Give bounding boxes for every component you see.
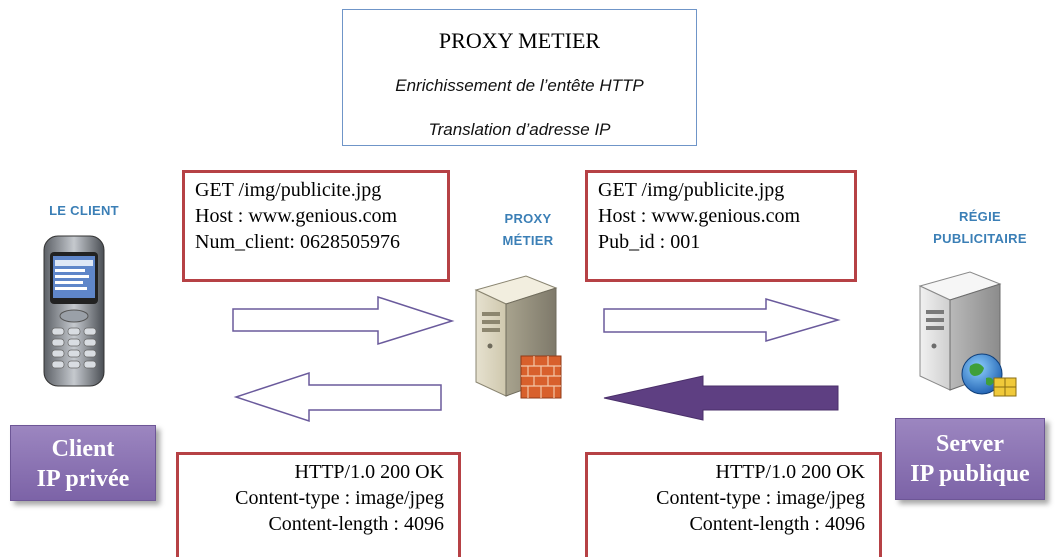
firewall-brick-icon	[520, 355, 562, 399]
request-line: GET /img/publicite.jpg	[195, 179, 382, 201]
request-box-client: GET /img/publicite.jpg Host : www.geniou…	[182, 170, 450, 282]
server-globe-icon	[918, 271, 1017, 397]
server-ip-box: Server IP publique	[895, 418, 1045, 500]
client-id-line2: IP privée	[36, 466, 130, 492]
request-line: Num_client: 0628505976	[195, 231, 400, 253]
arrow-client-to-proxy	[232, 295, 455, 346]
arrow-server-to-proxy	[603, 375, 839, 421]
request-box-proxy: GET /img/publicite.jpg Host : www.geniou…	[585, 170, 857, 282]
proxy-label-line1: PROXY	[504, 211, 552, 226]
subtitle-header-enrichment: Enrichissement de l’entête HTTP	[395, 76, 644, 95]
response-line: HTTP/1.0 200 OK	[715, 461, 865, 483]
request-line: GET /img/publicite.jpg	[598, 179, 785, 201]
proxy-label-line2: MÉTIER	[502, 233, 554, 248]
server-id-line1: Server	[936, 431, 1004, 457]
title-text: PROXY METIER	[438, 28, 601, 53]
request-line: Host : www.genious.com	[195, 205, 398, 227]
request-line: Host : www.genious.com	[598, 205, 801, 227]
response-box-proxy: HTTP/1.0 200 OK Content-type : image/jpe…	[585, 452, 882, 557]
regie-label: RÉGIE PUBLICITAIRE	[910, 206, 1050, 250]
client-ip-box: Client IP privée	[10, 425, 156, 501]
subtitle-ip-translation: Translation d’adresse IP	[428, 120, 611, 139]
response-line: HTTP/1.0 200 OK	[294, 461, 444, 483]
arrow-proxy-to-server	[603, 298, 841, 342]
proxy-title-box: PROXY METIER Enrichissement de l’entête …	[342, 9, 697, 146]
response-line: Content-length : 4096	[268, 513, 444, 535]
regie-label-line2: PUBLICITAIRE	[933, 231, 1027, 246]
client-label: LE CLIENT	[24, 200, 144, 222]
server-id-line2: IP publique	[910, 461, 1030, 487]
server-firewall-icon	[474, 275, 562, 399]
client-id-line1: Client	[51, 436, 115, 462]
mobile-phone-icon	[43, 235, 105, 387]
response-line: Content-length : 4096	[689, 513, 865, 535]
arrow-proxy-to-client	[233, 371, 442, 423]
client-label-text: LE CLIENT	[49, 203, 119, 218]
response-line: Content-type : image/jpeg	[656, 487, 865, 509]
response-box-client: HTTP/1.0 200 OK Content-type : image/jpe…	[176, 452, 461, 557]
proxy-label: PROXY MÉTIER	[478, 208, 578, 252]
request-line: Pub_id : 001	[598, 231, 701, 253]
regie-label-line1: RÉGIE	[959, 209, 1001, 224]
response-line: Content-type : image/jpeg	[235, 487, 444, 509]
